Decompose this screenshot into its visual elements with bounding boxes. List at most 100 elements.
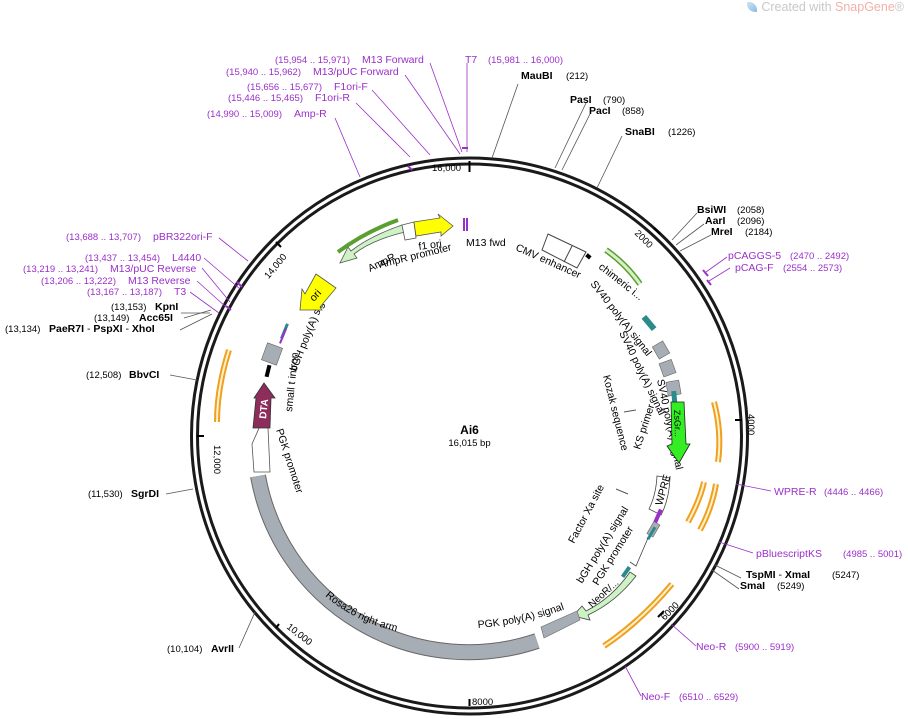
- plasmid-name: Ai6: [460, 423, 479, 437]
- site-bbvci[interactable]: (12,508) BbvCI: [86, 369, 159, 381]
- primer-pbr322ori-f[interactable]: (13,688 .. 13,707) pBR322ori-F: [66, 231, 213, 243]
- sv40-block-2: [658, 358, 677, 378]
- primer-wpre-r[interactable]: WPRE-R (4446 .. 4466): [774, 486, 883, 498]
- svg-text:(790): (790): [603, 95, 625, 106]
- site-paci[interactable]: PacI (858): [589, 105, 644, 117]
- primer-l4440[interactable]: (13,437 .. 13,454) L4440: [85, 252, 201, 264]
- enzyme-connectors: [165, 83, 742, 649]
- svg-text:TspMI - XmaI: TspMI - XmaI: [746, 569, 810, 581]
- primer-marks: [225, 147, 712, 311]
- primer-m13-reverse[interactable]: (13,206 .. 13,222) M13 Reverse: [41, 275, 191, 287]
- site-kpni[interactable]: (13,153) KpnI: [111, 301, 178, 313]
- feature-pgk-promoter-2-arrow: [251, 425, 271, 473]
- svg-text:PacI: PacI: [589, 105, 611, 117]
- site-pasi[interactable]: PasI (790): [570, 94, 625, 106]
- snapgene-leaf-icon: [747, 2, 758, 12]
- sv40-block-1: [651, 340, 671, 360]
- feature-zsgreen-arrow: [666, 401, 691, 464]
- svg-text:(858): (858): [622, 106, 644, 117]
- svg-text:M13/pUC Reverse: M13/pUC Reverse: [110, 263, 197, 275]
- primer-amp-r[interactable]: (14,990 .. 15,009) Amp-R: [207, 108, 327, 120]
- svg-text:M13 Forward: M13 Forward: [362, 54, 424, 66]
- site-aari[interactable]: AarI (2096): [705, 215, 764, 227]
- svg-text:(10,104): (10,104): [167, 644, 202, 655]
- feature-f1-ori: f1 ori: [418, 238, 443, 253]
- svg-text:SmaI: SmaI: [740, 580, 765, 592]
- feature-ampr-promoter-arrow: [401, 221, 417, 241]
- svg-text:T7: T7: [465, 54, 477, 66]
- site-avrii[interactable]: (10,104) AvrII: [167, 643, 234, 655]
- primer-pbluescriptks[interactable]: pBluescriptKS (4985 .. 5001): [756, 548, 902, 560]
- sv40-teal-1: [641, 314, 657, 332]
- tick-8000: 8000: [472, 697, 493, 708]
- site-smai[interactable]: SmaI (5249): [740, 580, 804, 592]
- svg-text:pCAGGS-5: pCAGGS-5: [728, 250, 781, 262]
- svg-text:L4440: L4440: [172, 252, 201, 264]
- site-acc65i[interactable]: (13,149) Acc65I: [94, 312, 173, 324]
- svg-text:Neo-F: Neo-F: [641, 691, 670, 703]
- watermark-prefix: Created with: [761, 0, 835, 14]
- primer-neo-r[interactable]: Neo-R (5900 .. 5919): [696, 641, 794, 653]
- svg-text:PasI: PasI: [570, 94, 592, 106]
- tick-12000: 12,000: [211, 445, 222, 474]
- feature-zsgreen: ZsGr...: [672, 410, 683, 437]
- svg-text:(2184): (2184): [745, 227, 772, 238]
- svg-text:(13,134): (13,134): [5, 324, 40, 335]
- svg-text:(13,149): (13,149): [94, 313, 129, 324]
- primer-f1ori-r[interactable]: (15,446 .. 15,465) F1ori-R: [228, 92, 350, 104]
- site-sgrdi[interactable]: (11,530) SgrDI: [88, 488, 159, 500]
- svg-text:WPRE-R: WPRE-R: [774, 486, 817, 498]
- svg-text:(2470 .. 2492): (2470 .. 2492): [790, 251, 849, 262]
- primer-t7[interactable]: T7 (15,981 .. 16,000): [465, 54, 563, 66]
- site-bsiwi[interactable]: BsiWI (2058): [697, 204, 764, 216]
- svg-text:(15,446 .. 15,465): (15,446 .. 15,465): [228, 93, 303, 104]
- svg-text:pBluescriptKS: pBluescriptKS: [756, 548, 822, 560]
- site-tspmi-xmai[interactable]: TspMI - XmaI (5247): [746, 569, 859, 581]
- primer-neo-f[interactable]: Neo-F (6510 .. 6529): [641, 691, 738, 703]
- primer-connectors: [189, 62, 772, 697]
- svg-text:BsiWI: BsiWI: [697, 204, 726, 216]
- tick-16000: 16,000: [432, 163, 461, 174]
- svg-text:Acc65I: Acc65I: [139, 312, 173, 324]
- primer-m13-puc-forward[interactable]: (15,940 .. 15,962) M13/pUC Forward: [226, 66, 399, 78]
- svg-text:MauBI: MauBI: [521, 70, 553, 82]
- svg-text:(13,167 .. 13,187): (13,167 .. 13,187): [87, 287, 162, 298]
- svg-text:(4446 .. 4466): (4446 .. 4466): [824, 487, 883, 498]
- feature-ampr-arrow: [339, 224, 406, 264]
- primer-t3[interactable]: (13,167 .. 13,187) T3: [87, 286, 186, 298]
- feature-f1-ori-arrow: [413, 213, 454, 237]
- watermark-reg: ®: [894, 0, 904, 14]
- feature-wpre: WPRE: [653, 473, 673, 507]
- svg-text:T3: T3: [174, 286, 186, 298]
- primer-pcaggs-5[interactable]: pCAGGS-5 (2470 .. 2492): [728, 250, 849, 262]
- svg-text:SnaBI: SnaBI: [625, 126, 655, 138]
- svg-text:AarI: AarI: [705, 215, 726, 227]
- m13-fwd-marker: [463, 218, 465, 231]
- svg-text:(15,656 .. 15,677): (15,656 .. 15,677): [247, 82, 322, 93]
- svg-text:(14,990 .. 15,009): (14,990 .. 15,009): [207, 109, 282, 120]
- svg-text:(1226): (1226): [668, 127, 695, 138]
- bgh-pa-block: [261, 342, 283, 366]
- feature-kozak: Kozak sequence: [600, 374, 630, 452]
- primer-f1ori-f[interactable]: (15,656 .. 15,677) F1ori-F: [247, 81, 368, 93]
- primer-m13-forward[interactable]: (15,954 .. 15,971) M13 Forward: [275, 54, 424, 66]
- svg-text:(13,153): (13,153): [111, 302, 146, 313]
- site-mrei[interactable]: MreI (2184): [711, 226, 772, 238]
- primer-pcag-f[interactable]: pCAG-F (2554 .. 2573): [735, 262, 842, 274]
- svg-text:(5249): (5249): [777, 581, 804, 592]
- site-paer7i-pspxi-xhoi[interactable]: (13,134) PaeR7I - PspXI - XhoI: [5, 323, 155, 335]
- svg-text:PaeR7I - PspXI - XhoI: PaeR7I - PspXI - XhoI: [49, 323, 155, 335]
- svg-text:(15,954 .. 15,971): (15,954 .. 15,971): [275, 55, 350, 66]
- feature-dta: DTA: [258, 398, 271, 419]
- svg-text:BbvCI: BbvCI: [129, 369, 159, 381]
- primer-m13-puc-reverse[interactable]: (13,219 .. 13,241) M13/pUC Reverse: [23, 263, 197, 275]
- site-maubi[interactable]: MauBI (212): [521, 70, 588, 82]
- svg-text:M13/pUC Forward: M13/pUC Forward: [313, 66, 399, 78]
- site-snabi[interactable]: SnaBI (1226): [625, 126, 695, 138]
- svg-text:AvrII: AvrII: [211, 643, 234, 655]
- backbone-outer: [190, 156, 749, 716]
- snapgene-watermark: Created with SnapGene®: [747, 0, 904, 14]
- feature-dta-arrow: [252, 382, 276, 429]
- tick-10000: 10,000: [284, 622, 314, 649]
- svg-text:(2058): (2058): [737, 205, 764, 216]
